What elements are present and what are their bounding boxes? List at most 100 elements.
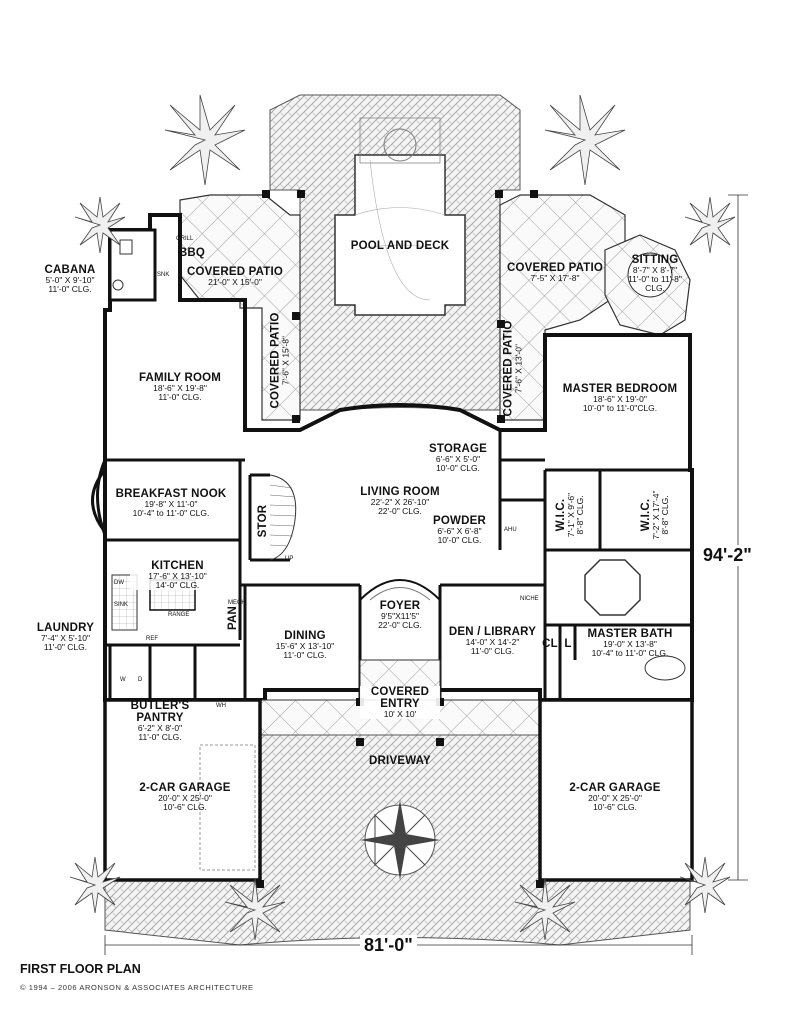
master-bed-label: MASTER BEDROOM 18'-6" X 19'-0" 10'-0" to… — [555, 383, 685, 413]
covered-entry-name: COVERED ENTRY — [370, 686, 430, 711]
patio-right-side-label: COVERED PATIO 7'-6" X 13'-0" — [503, 313, 524, 423]
foyer-label: FOYER 9'5"X11'5" 22'-0" CLG. — [365, 600, 435, 630]
sitting-name: SITTING — [631, 254, 679, 266]
den-clg: 11'-0" CLG. — [470, 645, 515, 656]
l-name: L — [564, 638, 572, 650]
patio-left-dims: 21'-0" X 15'-0" — [208, 277, 262, 288]
wh-tag: WH — [216, 703, 226, 709]
pan-label: PAN — [227, 603, 239, 633]
cabana-dims: 5'-0" X 9'-10" — [45, 275, 95, 286]
laundry-clg: 11'-0" CLG. — [43, 641, 88, 652]
master-bath-clg: 10'-4" to 11'-0" CLG. — [591, 647, 669, 658]
garage-left-label: 2-CAR GARAGE 20'-0" X 25'-0" 10'-6" CLG. — [125, 782, 245, 812]
wic1-label: W.I.C. 7'-1" X 9'-6" 8'-8" CLG. — [555, 480, 585, 550]
wic2-label: W.I.C. 7'-2" X 17'-4" 8'-8" CLG. — [640, 475, 670, 555]
patio-right-name: COVERED PATIO — [506, 262, 604, 274]
up-tag: UP — [285, 556, 294, 562]
garage-right-dims: 20'-0" X 25'-0" — [588, 793, 642, 804]
family-label: FAMILY ROOM 18'-6" X 19'-8" 11'-0" CLG. — [125, 372, 235, 402]
sitting-dims: 8'-7" X 8'-7" — [632, 265, 678, 276]
sink-tag: SNK — [157, 272, 170, 278]
powder-label: POWDER 6'-6" X 6'-8" 10'-0" CLG. — [422, 515, 497, 545]
covered-entry-dims: 10' X 10' — [383, 709, 417, 720]
family-clg: 11'-0" CLG. — [158, 391, 202, 402]
mech-tag: MECH — [228, 600, 246, 606]
storage-label: STORAGE 6'-6" X 5'-0" 10'-0" CLG. — [418, 443, 498, 473]
patio-right-dims: 7'-5" X 17'-8" — [530, 273, 580, 284]
powder-name: POWDER — [433, 515, 486, 527]
cabana-name: CABANA — [44, 264, 96, 276]
kitchen-clg: 14'-0" CLG. — [155, 579, 200, 590]
d-tag: D — [138, 677, 143, 683]
breakfast-name: BREAKFAST NOOK — [115, 488, 227, 500]
breakfast-clg: 10'-4" to 11'-0" CLG. — [132, 507, 210, 518]
breakfast-dims: 19'-8" X 11'-0" — [144, 499, 198, 510]
w-tag: W — [120, 677, 126, 683]
niche-tag: NICHE — [520, 596, 539, 602]
grill-tag: GRILL — [176, 236, 194, 242]
butlers-clg: 11'-0" CLG. — [138, 732, 182, 743]
laundry-label: LAUNDRY 7'-4" X 5'-10" 11'-0" CLG. — [28, 622, 103, 652]
family-name: FAMILY ROOM — [138, 372, 222, 384]
patio-left-label: COVERED PATIO 21'-0" X 15'-0" — [180, 266, 290, 287]
overall-depth-dimension: 94'-2" — [703, 545, 752, 566]
dining-clg: 11'-0" CLG. — [283, 649, 327, 660]
butlers-name: BUTLER'S PANTRY — [130, 700, 190, 725]
stor-label: STOR — [257, 501, 269, 541]
den-dims: 14'-0" X 14'-2" — [465, 637, 520, 648]
storage-clg: 10'-0" CLG. — [436, 462, 480, 473]
living-clg: 22'-0" CLG. — [378, 505, 422, 516]
kitchen-name: KITCHEN — [151, 560, 204, 572]
covered-entry-label: COVERED ENTRY 10' X 10' — [360, 686, 440, 720]
den-label: DEN / LIBRARY 14'-0" X 14'-2" 11'-0" CLG… — [440, 626, 545, 656]
pool-name: POOL AND DECK — [350, 240, 450, 252]
stor-name: STOR — [256, 504, 269, 538]
dining-label: DINING 15'-6" X 13'-10" 11'-0" CLG. — [255, 630, 355, 660]
patio-right-label: COVERED PATIO 7'-5" X 17'-8" — [500, 262, 610, 283]
powder-dims: 6'-6" X 6'-8" — [437, 526, 482, 537]
patio-right-side-dims: 7'-6" X 13'-0" — [513, 344, 524, 393]
master-bath-label: MASTER BATH 19'-0" X 13'-8" 10'-4" to 11… — [575, 628, 685, 658]
family-dims: 18'-6" X 19'-8" — [153, 383, 207, 394]
cabana-clg: 11'-0" CLG. — [48, 283, 92, 294]
plan-title: FIRST FLOOR PLAN — [20, 962, 141, 976]
breakfast-label: BREAKFAST NOOK 19'-8" X 11'-0" 10'-4" to… — [108, 488, 234, 518]
cabana-label: CABANA 5'-0" X 9'-10" 11'-0" CLG. — [35, 264, 105, 294]
patio-left-side-dims: 7'-6" X 15'-8" — [280, 336, 291, 385]
garage-right-name: 2-CAR GARAGE — [569, 782, 661, 794]
foyer-name: FOYER — [379, 600, 421, 612]
living-dims: 22'-2" X 26'-10" — [370, 497, 430, 508]
master-bed-clg: 10'-0" to 11'-0"CLG. — [582, 402, 658, 413]
butlers-label: BUTLER'S PANTRY 6'-2" X 8'-0" 11'-0" CLG… — [120, 700, 200, 742]
ahu-tag: AHU — [504, 527, 517, 533]
garage-left-dims: 20'-0" X 25'-0" — [158, 793, 212, 804]
wic2-clg: 8'-8" CLG. — [660, 495, 671, 535]
master-bed-dims: 18'-6" X 19'-0" — [593, 394, 647, 405]
foyer-clg: 22'-0" CLG. — [378, 619, 422, 630]
bbq-label: BBQ — [172, 247, 212, 259]
overall-width-dimension: 81'-0" — [360, 935, 417, 956]
dining-name: DINING — [284, 630, 326, 642]
laundry-dims: 7'-4" X 5'-10" — [41, 633, 90, 644]
cl-label: CL — [540, 638, 560, 650]
garage-left-name: 2-CAR GARAGE — [139, 782, 231, 794]
ref-tag: REF — [146, 636, 158, 642]
butlers-dims: 6'-2" X 8'-0" — [137, 723, 183, 734]
pool-label: POOL AND DECK — [330, 240, 470, 252]
storage-name: STORAGE — [428, 443, 488, 455]
garage-right-clg: 10'-6" CLG. — [593, 801, 637, 812]
wic1-clg: 8'-8" CLG. — [575, 495, 586, 535]
kitchen-dims: 17'-6" X 13'-10" — [148, 571, 207, 582]
living-label: LIVING ROOM 22'-2" X 26'-10" 22'-0" CLG. — [335, 486, 465, 516]
patio-left-side-label: COVERED PATIO 7'-6" X 15'-8" — [270, 305, 291, 415]
storage-dims: 6'-6" X 5'-0" — [435, 454, 481, 465]
driveway-label: DRIVEWAY — [340, 755, 460, 767]
sink2-tag: SINK — [114, 602, 129, 608]
kitchen-label: KITCHEN 17'-6" X 13'-10" 14'-0" CLG. — [130, 560, 225, 590]
range-tag: RANGE — [168, 612, 190, 618]
powder-clg: 10'-0" CLG. — [437, 534, 482, 545]
cl-name: CL — [542, 638, 558, 650]
master-bed-name: MASTER BEDROOM — [562, 383, 678, 395]
garage-left-clg: 10'-6" CLG. — [163, 801, 207, 812]
